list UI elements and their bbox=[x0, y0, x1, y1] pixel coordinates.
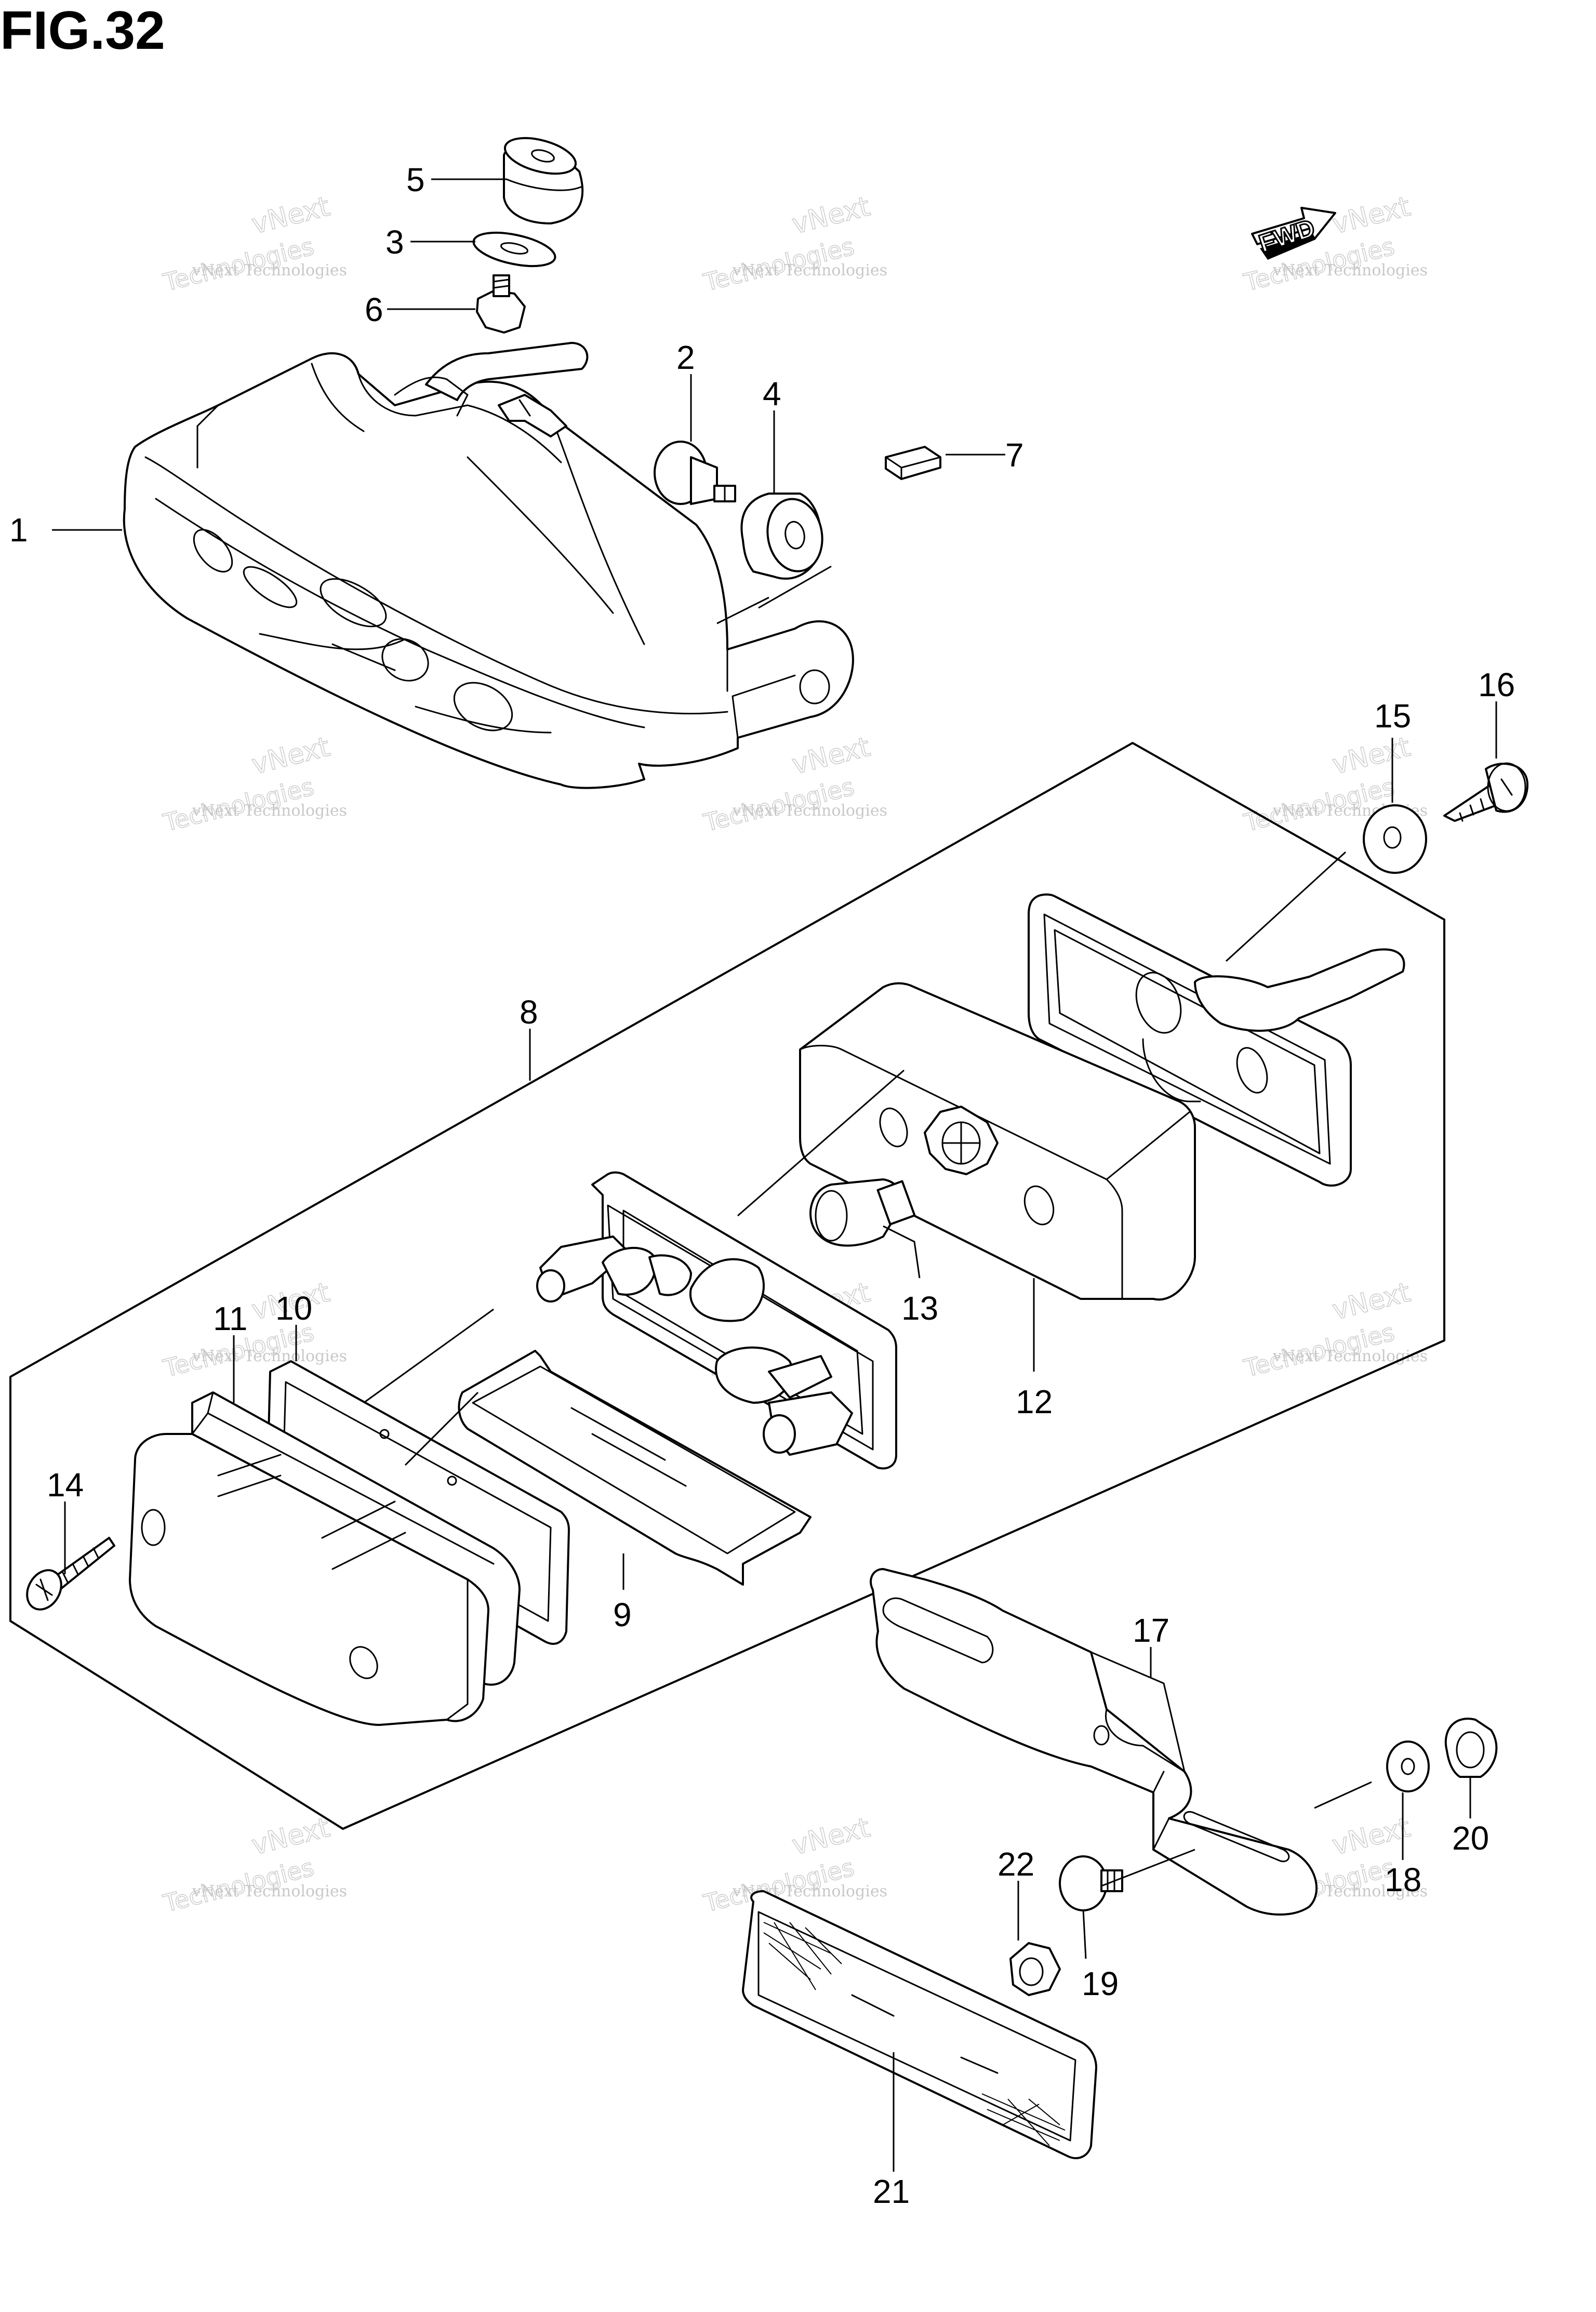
assembly-lines bbox=[363, 565, 1372, 1887]
part-17-bracket bbox=[870, 1568, 1318, 1916]
callout-17: 17 bbox=[1133, 1612, 1169, 1649]
callout-16: 16 bbox=[1478, 666, 1515, 703]
part-22-nut bbox=[1009, 1942, 1061, 1996]
assembly-box bbox=[9, 742, 1445, 1830]
callouts: 1 2 3 4 5 6 7 8 9 10 11 12 13 14 15 16 1… bbox=[9, 161, 1515, 2210]
part-7-pad bbox=[885, 446, 941, 480]
watermark: vNext Technologies vNext Technologies bbox=[700, 1812, 887, 1918]
watermark-text: vNext Technologies bbox=[1272, 261, 1428, 280]
leader-lines bbox=[52, 178, 1497, 2172]
callout-2: 2 bbox=[676, 339, 695, 376]
callout-19: 19 bbox=[1082, 1965, 1119, 2002]
part-19-bolt bbox=[1059, 1855, 1123, 1911]
watermark-mark: vNext bbox=[249, 732, 333, 781]
watermark-mark: vNext bbox=[789, 732, 873, 781]
watermark-text: vNext Technologies bbox=[192, 802, 347, 820]
callout-3: 3 bbox=[385, 223, 404, 261]
callout-5: 5 bbox=[406, 161, 425, 198]
watermark-text: vNext Technologies bbox=[732, 261, 887, 280]
watermark-mark: vNext bbox=[1329, 1277, 1414, 1326]
watermark-text: vNext Technologies bbox=[192, 261, 347, 280]
part-18-washer bbox=[1386, 1740, 1430, 1792]
part-1-tail-housing bbox=[123, 342, 854, 789]
callout-20: 20 bbox=[1452, 1819, 1489, 1857]
callout-12: 12 bbox=[1016, 1383, 1053, 1420]
part-12-lamp-case bbox=[799, 982, 1196, 1301]
watermark: vNext Technologies vNext Technologies bbox=[1241, 1277, 1428, 1383]
part-13-bulb bbox=[809, 1178, 916, 1247]
watermark-mark: vNext bbox=[1329, 732, 1414, 781]
callout-7: 7 bbox=[1005, 436, 1024, 474]
callout-11: 11 bbox=[213, 1300, 247, 1337]
callout-9: 9 bbox=[613, 1596, 632, 1633]
callout-18: 18 bbox=[1385, 1861, 1421, 1898]
part-2-stud bbox=[654, 441, 736, 505]
callout-21: 21 bbox=[873, 2173, 910, 2210]
watermark-mark: vNext bbox=[1329, 1812, 1414, 1862]
part-5-grommet bbox=[503, 137, 584, 224]
watermark-text: vNext Technologies bbox=[192, 1882, 347, 1901]
callout-10: 10 bbox=[275, 1290, 312, 1327]
watermark: vNext Technologies vNext Technologies bbox=[160, 191, 347, 297]
callout-22: 22 bbox=[998, 1845, 1034, 1883]
watermark-mark: vNext bbox=[1329, 191, 1414, 241]
callout-13: 13 bbox=[901, 1290, 938, 1327]
part-6-bolt bbox=[476, 274, 526, 334]
callout-4: 4 bbox=[763, 375, 781, 413]
callout-15: 15 bbox=[1374, 697, 1411, 735]
part-12-lamp-base bbox=[1028, 893, 1405, 1187]
part-14-screw bbox=[26, 1537, 115, 1611]
watermark: vNext Technologies vNext Technologies bbox=[160, 1812, 347, 1918]
part-21-reflector bbox=[742, 1890, 1097, 2159]
callout-6: 6 bbox=[365, 291, 383, 328]
part-15-washer bbox=[1363, 804, 1427, 874]
part-20-nut bbox=[1444, 1718, 1498, 1778]
watermark-text: vNext Technologies bbox=[732, 802, 887, 820]
fwd-arrow-icon: FWD bbox=[1251, 207, 1336, 260]
lamp-socket-plate bbox=[536, 1171, 897, 1470]
part-4-bushing bbox=[740, 493, 823, 580]
watermark-mark: vNext bbox=[249, 191, 333, 241]
watermark-mark: vNext bbox=[249, 1812, 333, 1862]
watermark-mark: vNext bbox=[789, 1812, 873, 1862]
watermark-mark: vNext bbox=[789, 191, 873, 241]
callout-14: 14 bbox=[47, 1466, 84, 1504]
watermark: vNext Technologies vNext Technologies bbox=[160, 731, 347, 838]
watermark: vNext Technologies vNext Technologies bbox=[160, 1277, 347, 1383]
part-3-washer bbox=[472, 231, 556, 268]
callout-1: 1 bbox=[9, 511, 28, 549]
watermark: vNext Technologies vNext Technologies bbox=[700, 191, 887, 297]
callout-8: 8 bbox=[520, 993, 538, 1031]
part-11-lens-housing bbox=[129, 1391, 521, 1726]
watermark-text: vNext Technologies bbox=[1272, 1347, 1428, 1365]
part-16-screw bbox=[1443, 762, 1528, 822]
figure-title: FIG.32 bbox=[0, 1, 165, 61]
watermark-text: vNext Technologies bbox=[192, 1347, 347, 1365]
part-9-lens bbox=[458, 1350, 812, 1586]
